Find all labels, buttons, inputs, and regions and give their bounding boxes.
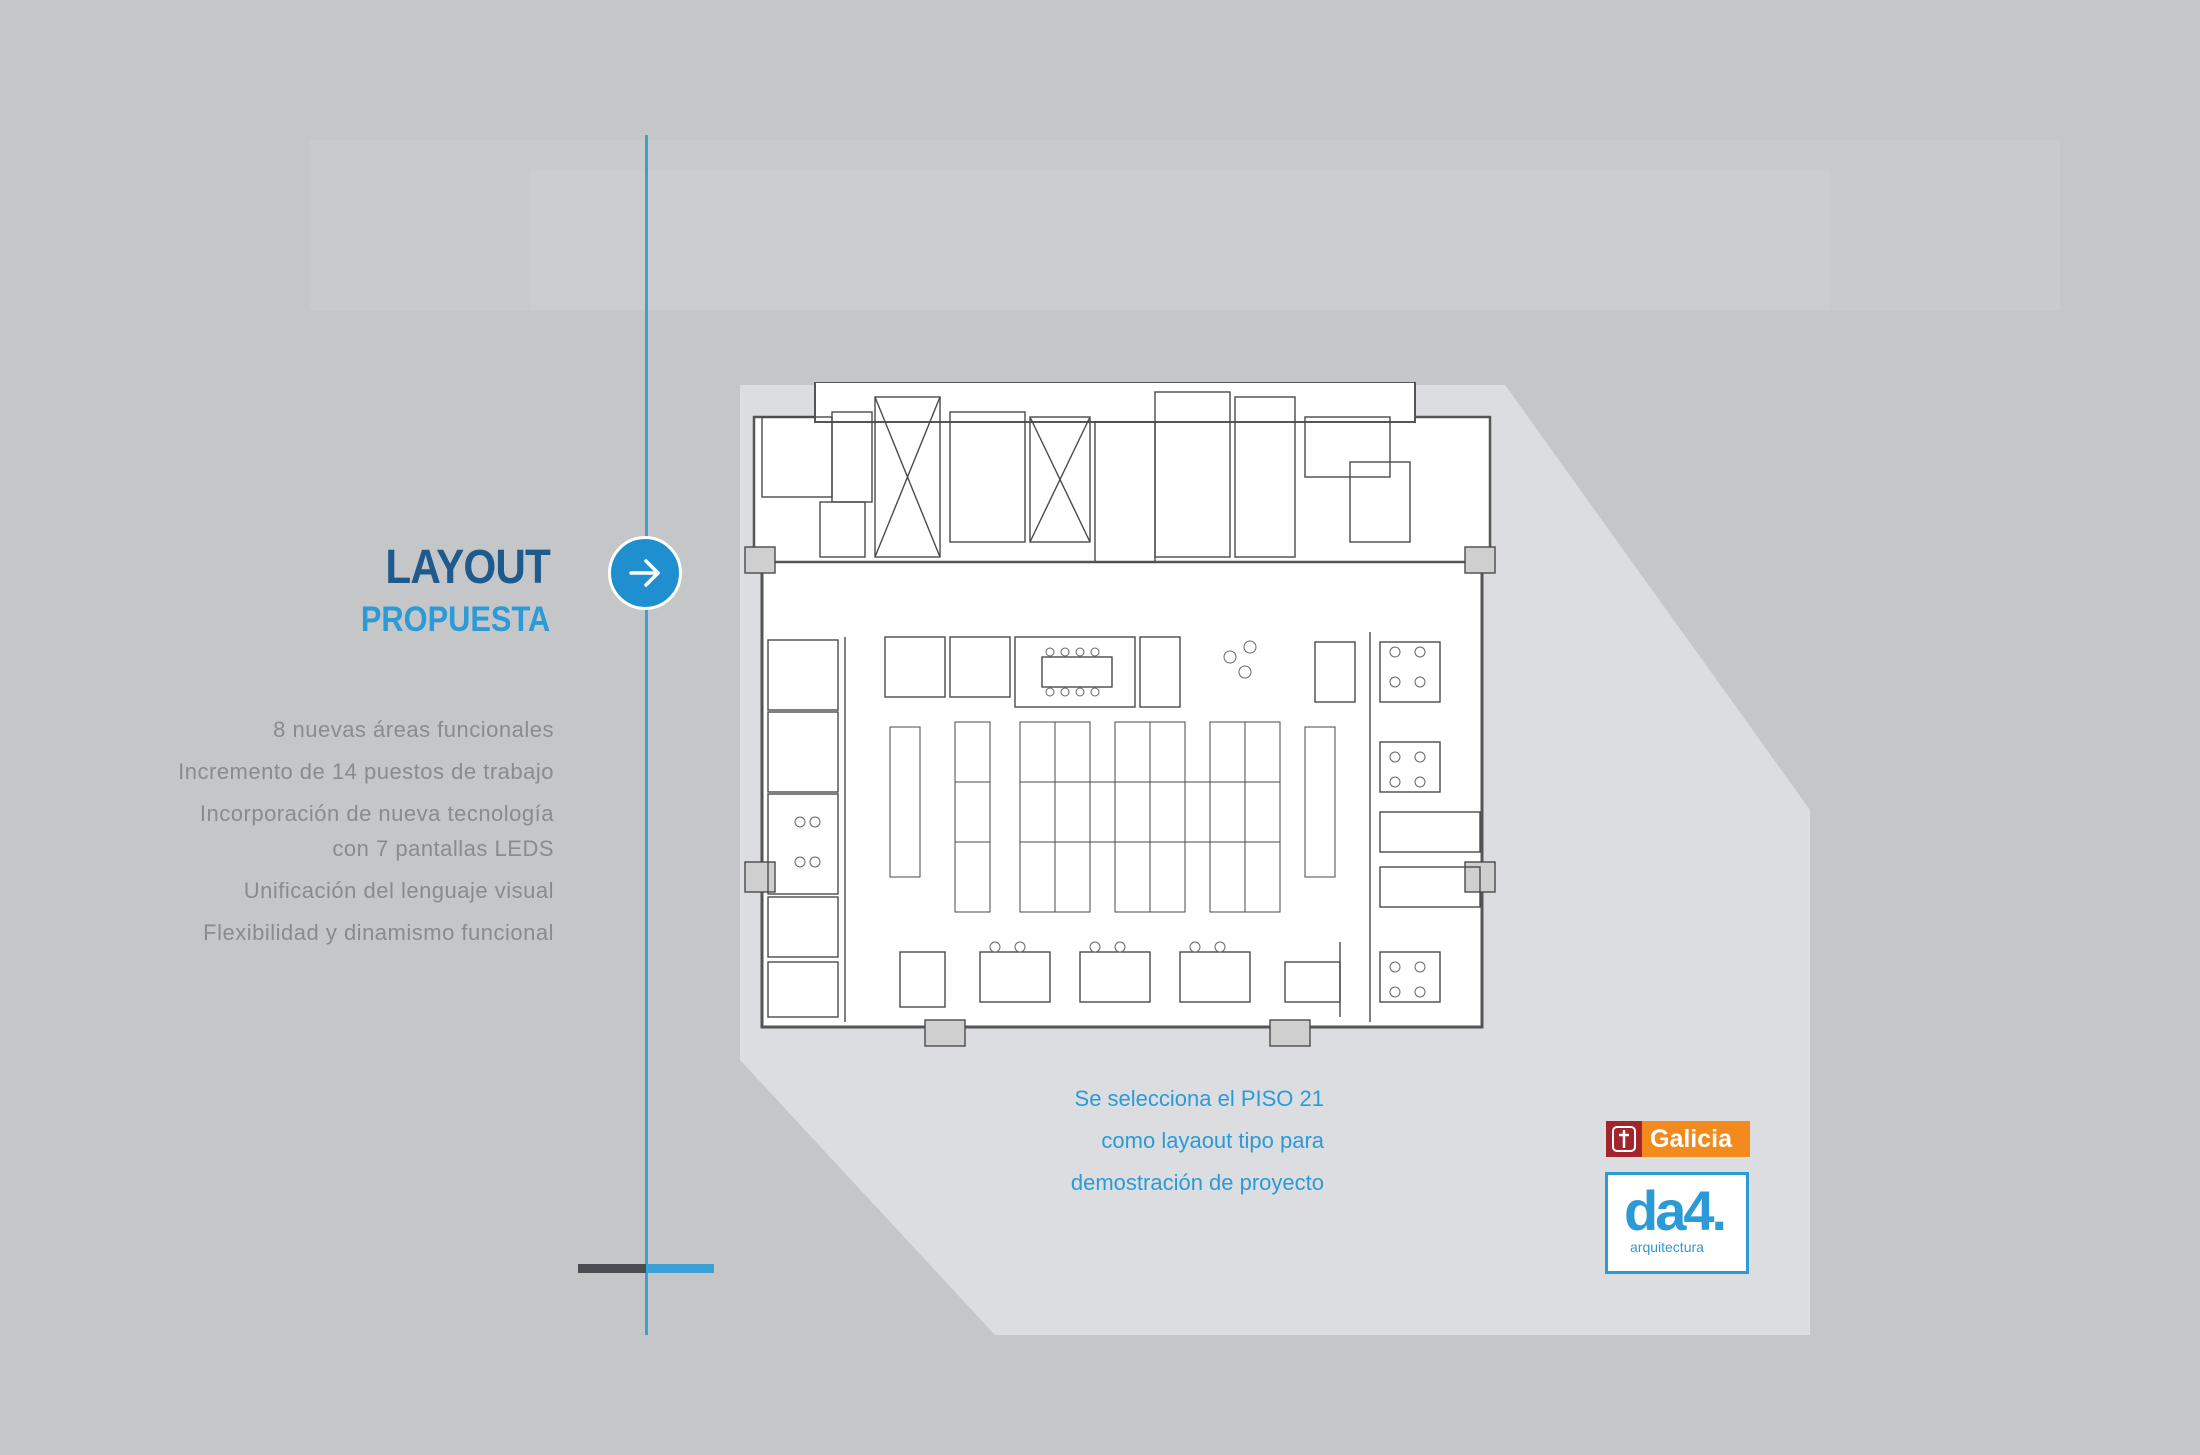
feature-list: 8 nuevas áreas funcionales Incremento de…: [178, 712, 554, 957]
floor-plan-drawing: [744, 382, 1496, 1047]
feature-item: Flexibilidad y dinamismo funcional: [203, 920, 554, 945]
arrow-right-icon: [629, 559, 660, 587]
arrow-right-button[interactable]: [608, 536, 682, 610]
accent-bar-dark: [578, 1264, 646, 1273]
caption: Se selecciona el PISO 21 como layaout ti…: [1071, 1078, 1324, 1204]
caption-line: demostración de proyecto: [1070, 1170, 1324, 1195]
galicia-name: Galicia: [1650, 1125, 1732, 1153]
caption-line: como layaout tipo para: [1101, 1128, 1324, 1153]
vertical-divider: [645, 135, 648, 1335]
caption-line: Se selecciona el PISO 21: [1074, 1086, 1324, 1111]
page-subtitle: PROPUESTA: [360, 600, 550, 639]
feature-item: Unificación del lenguaje visual: [243, 878, 554, 903]
feature-item: Incremento de 14 puestos de trabajo: [178, 759, 554, 784]
accent-bar-blue: [646, 1264, 714, 1273]
feature-item: 8 nuevas áreas funcionales: [273, 717, 554, 742]
background-band-inner: [530, 170, 1830, 310]
galicia-cross-icon: [1606, 1121, 1642, 1157]
da4-mark: da4.: [1624, 1179, 1727, 1242]
galicia-logo: Galicia: [1606, 1121, 1750, 1157]
da4-logo: da4. arquitectura: [1605, 1172, 1749, 1274]
da4-tagline: arquitectura: [1630, 1239, 1704, 1255]
page-title: LAYOUT: [385, 541, 551, 594]
